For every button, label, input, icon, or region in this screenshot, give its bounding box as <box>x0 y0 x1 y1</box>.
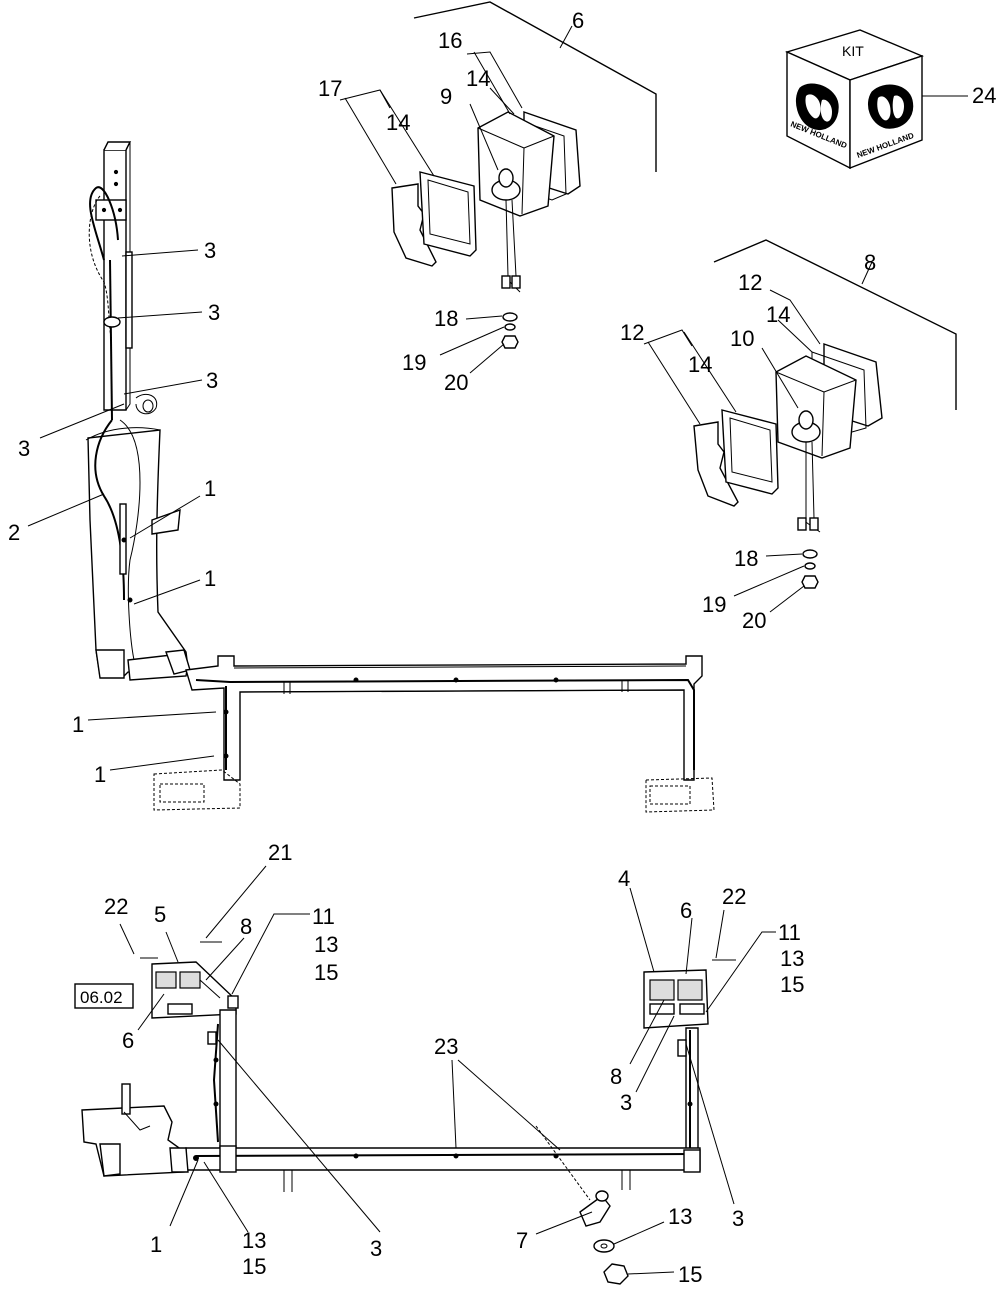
callout-15-lower: 15 <box>242 1254 266 1279</box>
lamp-assembly-right: 8 12 14 12 14 10 18 19 20 <box>620 239 957 633</box>
callout-22-right: 22 <box>722 884 746 909</box>
callout-13-right: 13 <box>780 946 804 971</box>
callout-20-top: 20 <box>444 370 468 395</box>
kit-box-illustration: NEW HOLLAND NEW HOLLAND KIT 24 <box>784 29 996 170</box>
callout-1-c: 1 <box>72 712 84 737</box>
callout-14-top-b: 14 <box>386 110 410 135</box>
upper-frame-assembly <box>85 141 715 813</box>
callout-3-a: 3 <box>204 238 216 263</box>
callout-3-d: 3 <box>18 436 30 461</box>
lower-frame-assembly <box>81 941 736 1285</box>
callout-7: 7 <box>516 1228 528 1253</box>
callout-12-a: 12 <box>738 270 762 295</box>
callout-1-b: 1 <box>204 566 216 591</box>
callout-22-left: 22 <box>104 894 128 919</box>
callout-3-c: 3 <box>206 368 218 393</box>
callout-19-top: 19 <box>402 350 426 375</box>
callout-5: 5 <box>154 902 166 927</box>
upper-callouts: 3 3 3 3 2 1 1 1 1 <box>8 238 220 787</box>
kit-label: KIT <box>842 43 864 59</box>
callout-3-right-a: 3 <box>620 1090 632 1115</box>
callout-3-b: 3 <box>208 300 220 325</box>
callout-10: 10 <box>730 326 754 351</box>
reference-box-label: 06.02 <box>80 988 123 1007</box>
callout-18-top: 18 <box>434 306 458 331</box>
callout-11-right: 11 <box>778 920 801 945</box>
callout-11-left: 11 <box>312 904 335 929</box>
callout-16-top: 16 <box>438 28 462 53</box>
callout-13-lower: 13 <box>242 1228 266 1253</box>
callout-23: 23 <box>434 1034 458 1059</box>
callout-8-top: 8 <box>864 250 876 275</box>
callout-6-left: 6 <box>122 1028 134 1053</box>
callout-3-right-b: 3 <box>732 1206 744 1231</box>
callout-17: 17 <box>318 76 342 101</box>
callout-1-d: 1 <box>94 762 106 787</box>
callout-9: 9 <box>440 84 452 109</box>
callout-15-left: 15 <box>314 960 338 985</box>
callout-24: 24 <box>972 83 996 108</box>
callout-1-a: 1 <box>204 476 216 501</box>
callout-21: 21 <box>268 840 292 865</box>
callout-1-lower: 1 <box>150 1232 162 1257</box>
callout-8-right: 8 <box>610 1064 622 1089</box>
callout-18-mid: 18 <box>734 546 758 571</box>
callout-6-right: 6 <box>680 898 692 923</box>
callout-14-mid-b: 14 <box>688 352 712 377</box>
callout-3-lower-left: 3 <box>370 1236 382 1261</box>
reference-box <box>74 983 134 1009</box>
lower-callouts: 06.02 21 22 5 8 11 13 15 6 3 1 13 15 23 <box>74 840 804 1287</box>
callout-2: 2 <box>8 520 20 545</box>
callout-20-mid: 20 <box>742 608 766 633</box>
callout-4: 4 <box>618 866 630 891</box>
callout-14-top-a: 14 <box>466 66 490 91</box>
callout-6-top: 6 <box>572 8 584 33</box>
callout-13-bottom: 13 <box>668 1204 692 1229</box>
callout-19-mid: 19 <box>702 592 726 617</box>
callout-14-mid-a: 14 <box>766 302 790 327</box>
callout-15-bottom: 15 <box>678 1262 702 1287</box>
callout-8-left: 8 <box>240 914 252 939</box>
lamp-assembly-top: 6 16 14 17 14 9 18 19 20 <box>318 1 657 395</box>
callout-13-left: 13 <box>314 932 338 957</box>
callout-15-right: 15 <box>780 972 804 997</box>
callout-12-b: 12 <box>620 320 644 345</box>
